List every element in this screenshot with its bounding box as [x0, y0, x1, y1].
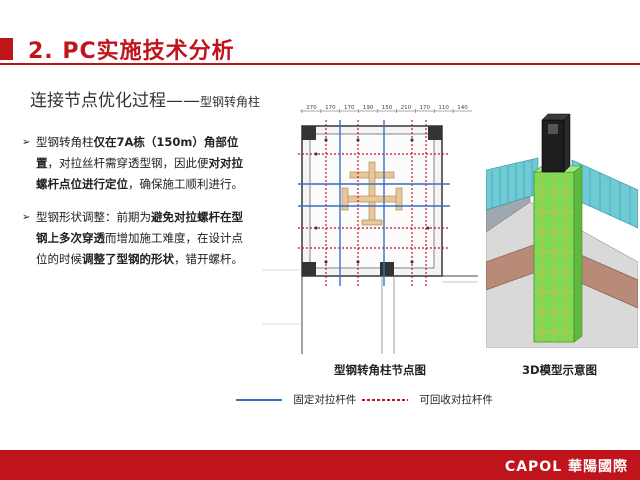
bullet-item: ➢ 型钢转角柱仅在7A栋（150m）角部位置，对拉丝杆需穿透型钢，因此便对对拉螺… — [22, 132, 250, 195]
dimension-label: 270 — [306, 105, 317, 111]
bullet-arrow-icon: ➢ — [22, 212, 31, 223]
bullet-segment-bold: 避免对拉螺杆在型钢上多次穿透 — [36, 210, 243, 245]
bullet-segment: ，错开螺杆。 — [174, 252, 243, 266]
legend-fixed-label: 固定对拉杆件 — [293, 394, 357, 406]
bullet-segment-bold: 对对拉螺杆点位进行定位 — [36, 156, 243, 191]
section-subtitle: 连接节点优化过程——型钢转角柱 — [30, 86, 260, 111]
legend-recoverable: 可回收对拉杆件 — [362, 392, 493, 406]
3d-model-illustration — [486, 112, 638, 348]
title-accent-bar — [0, 38, 13, 60]
subtitle-dash: —— — [166, 91, 200, 111]
bullet-arrow-icon: ➢ — [22, 137, 31, 148]
subtitle-sub: 型钢转角柱 — [200, 95, 261, 109]
legend-fixed-swatch — [236, 398, 282, 401]
corner-block — [302, 126, 316, 140]
legend-fixed: 固定对拉杆件 — [236, 392, 356, 406]
column-node-plan-drawing: 270 170 170 190 150 210 170 110 140 — [262, 105, 478, 354]
top-dimension-labels: 270 170 170 190 150 210 170 110 140 — [301, 105, 468, 113]
footer-bar — [0, 450, 640, 480]
bullet-segment-bold: 仅在7A栋（150m）角部位置 — [36, 135, 239, 170]
legend-recoverable-swatch — [362, 398, 408, 401]
bullet-segment: 型钢转角柱 — [36, 135, 94, 149]
bullet-segment-bold: 调整了型钢的形状 — [82, 252, 174, 266]
dimension-label: 210 — [401, 105, 412, 111]
bullet-segment: 型钢形状调整：前期为 — [36, 210, 151, 224]
dimension-label: 150 — [382, 105, 393, 111]
dimension-label: 110 — [438, 105, 449, 111]
subtitle-main: 连接节点优化过程 — [30, 91, 166, 111]
plan-caption: 型钢转角柱节点图 — [334, 363, 426, 377]
dimension-label: 140 — [457, 105, 468, 111]
fixed-tie-rods — [298, 120, 450, 286]
steel-section — [341, 161, 403, 226]
bolt-points — [314, 138, 430, 264]
corner-block — [428, 126, 442, 140]
corner-block — [302, 262, 316, 276]
model-caption: 3D模型示意图 — [522, 363, 598, 377]
title-underline — [0, 63, 640, 65]
bullet-list: ➢ 型钢转角柱仅在7A栋（150m）角部位置，对拉丝杆需穿透型钢，因此便对对拉螺… — [22, 132, 250, 282]
company-logo: CAPOL 華陽國際 — [504, 459, 628, 475]
dimension-label: 170 — [325, 105, 336, 111]
dimension-label: 170 — [344, 105, 355, 111]
page-title: 2. PC实施技术分析 — [28, 39, 235, 64]
bullet-item: ➢ 型钢形状调整：前期为避免对拉螺杆在型钢上多次穿透而增加施工难度，在设计点位的… — [22, 207, 250, 270]
bullet-segment: ，对拉丝杆需穿透型钢，因此便 — [47, 156, 209, 170]
legend-recoverable-label: 可回收对拉杆件 — [419, 394, 493, 406]
recoverable-tie-rods — [298, 120, 450, 286]
dimension-label: 170 — [420, 105, 431, 111]
bullet-segment: 而增加施工难度，在设计点位的时候 — [36, 231, 243, 266]
bullet-segment: ，确保施工顺利进行。 — [128, 177, 243, 191]
dimension-label: 190 — [363, 105, 374, 111]
corner-block — [380, 262, 394, 276]
